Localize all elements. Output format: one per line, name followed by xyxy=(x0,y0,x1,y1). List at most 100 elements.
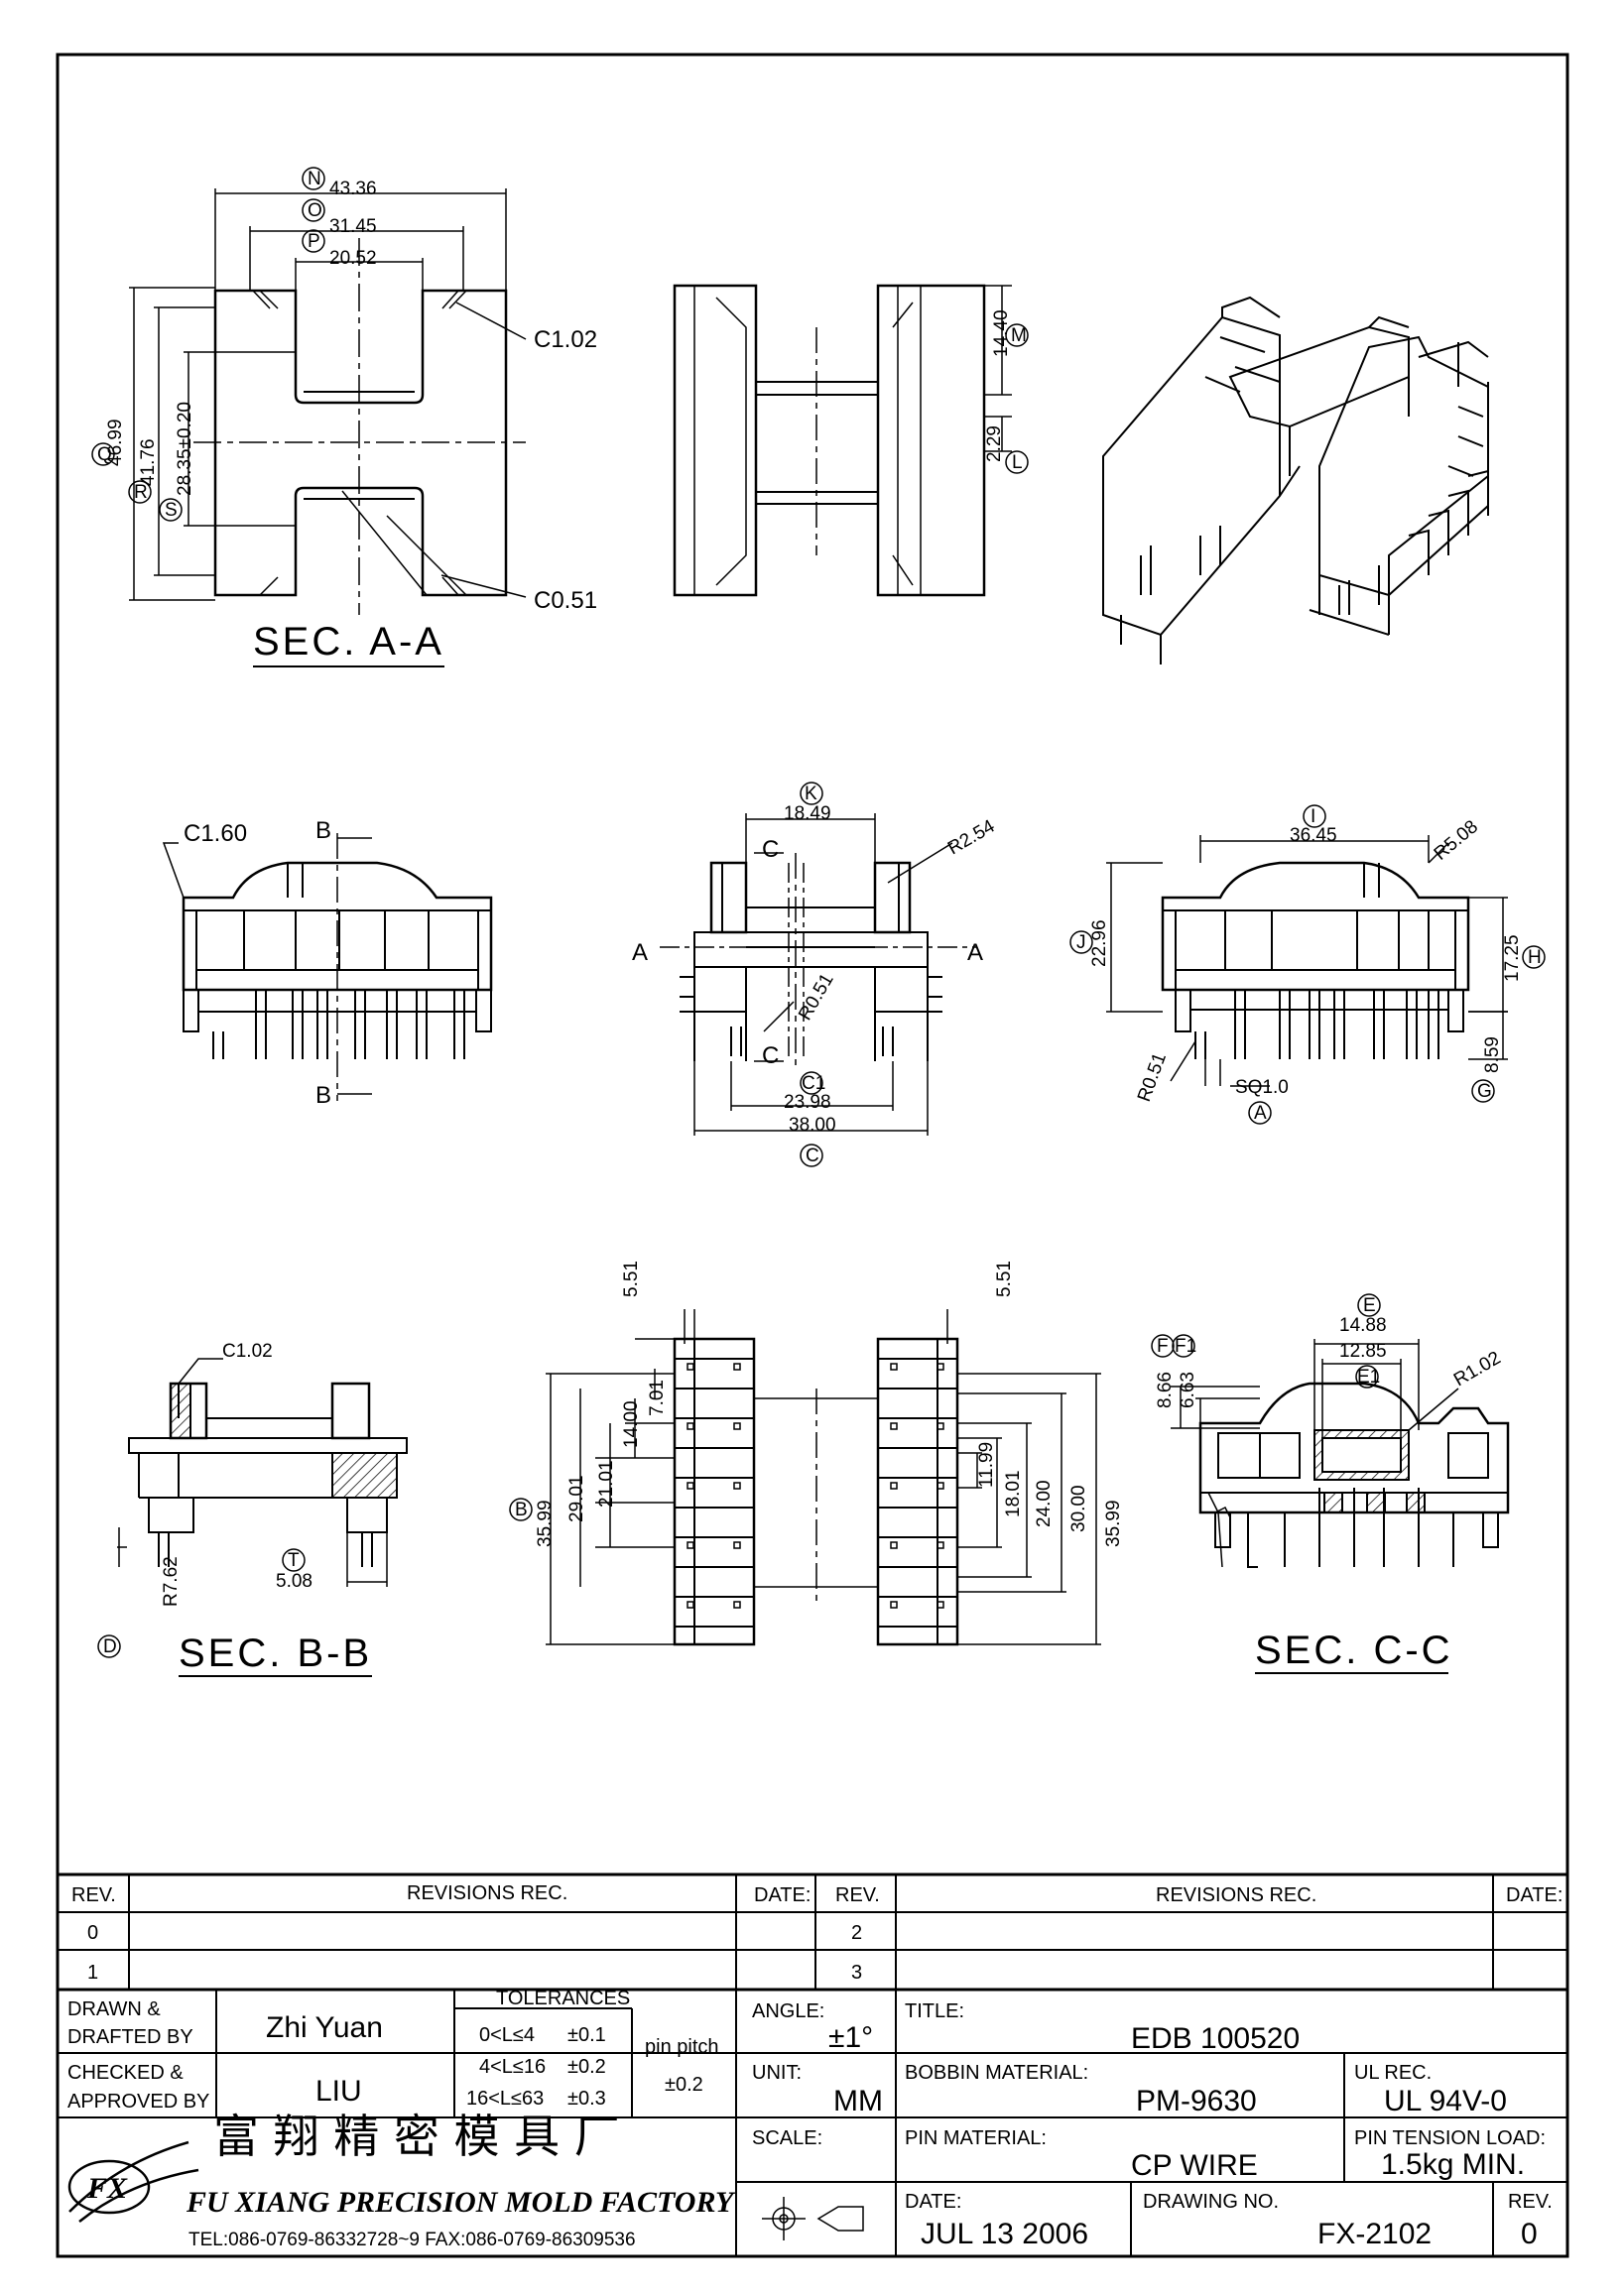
sec-aa-title: SEC. A-A xyxy=(253,620,444,664)
dim-r: 41.76 xyxy=(138,438,159,486)
balloon-f1: F1 xyxy=(1175,1336,1196,1357)
hdr-revisions-left: REVISIONS REC. xyxy=(407,1882,567,1904)
dim-c: 38.00 xyxy=(789,1115,836,1136)
company-contact: TEL:086-0769-86332728~9 FAX:086-0769-863… xyxy=(188,2230,636,2250)
drawing-no-value: FX-2102 xyxy=(1317,2218,1432,2250)
pin-pitch-label: pin pitch xyxy=(645,2036,719,2058)
dim-1801: 18.01 xyxy=(1003,1470,1024,1517)
tol-value-1: ±0.2 xyxy=(567,2056,606,2078)
sec-cc-view xyxy=(1171,1339,1510,1568)
dim-2901: 29.01 xyxy=(566,1475,587,1522)
dim-q: 46.99 xyxy=(105,419,126,466)
dim-j: 22.96 xyxy=(1089,919,1110,967)
bobbin-value: PM-9630 xyxy=(1136,2085,1257,2117)
scale-symbol xyxy=(762,2197,864,2240)
drawing-no-label: DRAWING NO. xyxy=(1143,2191,1279,2213)
sheet-border xyxy=(56,53,1569,2258)
dim-c1: 23.98 xyxy=(784,1092,831,1113)
bottom-view xyxy=(546,1309,1101,1646)
side-view-balloons xyxy=(800,782,823,1167)
dim-b: 35.99 xyxy=(535,1500,556,1547)
balloon-b: B xyxy=(515,1500,528,1520)
balloon-c1: C1 xyxy=(802,1073,825,1094)
dim-m: 14.40 xyxy=(991,309,1012,357)
dim-pitch: 7.01 xyxy=(647,1380,668,1416)
sec-bb-title: SEC. B-B xyxy=(179,1631,372,1675)
hdr-rev-right: REV. xyxy=(835,1884,880,1906)
bottom-view-balloons xyxy=(509,1498,533,1521)
logo-text: FX xyxy=(86,2172,128,2205)
sec-cc-labels: E 14.88 12.85 E1 F F1 8.66 6.63 R1.02 SE… xyxy=(1155,1295,1504,1672)
chamfer-c102: C1.02 xyxy=(534,326,597,353)
title-block-text: REV. REVISIONS REC. DATE: REV. REVISIONS… xyxy=(67,1882,1562,2250)
dim-s: 28.35±0.20 xyxy=(175,402,195,496)
balloon-k: K xyxy=(805,784,817,804)
tol-range-1: 4<L≤16 xyxy=(479,2056,546,2078)
pin-mat-value: CP WIRE xyxy=(1131,2149,1258,2182)
dim-l: 2.29 xyxy=(984,425,1005,462)
hdr-revisions-right: REVISIONS REC. xyxy=(1156,1884,1316,1906)
cut-c-bottom: C xyxy=(762,1042,779,1069)
cut-a-left: A xyxy=(632,939,648,966)
balloon-f: F xyxy=(1157,1336,1169,1357)
sec-cc-balloons xyxy=(1151,1293,1381,1389)
balloon-a: A xyxy=(1254,1103,1267,1124)
chamfer-c102-bb: C1.02 xyxy=(222,1341,273,1362)
isometric-view xyxy=(1102,296,1489,665)
dim-1199: 11.99 xyxy=(976,1442,997,1488)
bobbin-label: BOBBIN MATERIAL: xyxy=(905,2062,1088,2084)
pin-mat-label: PIN MATERIAL: xyxy=(905,2127,1047,2149)
hdr-date-right: DATE: xyxy=(1506,1884,1562,1906)
balloon-n: N xyxy=(308,169,321,189)
company-cn: 富 翔 精 密 模 具 厂 xyxy=(213,2110,620,2163)
balloon-e1: E1 xyxy=(1357,1367,1380,1388)
rev-row-2: 2 xyxy=(851,1922,862,1944)
rev-label: REV. xyxy=(1508,2191,1553,2213)
balloon-j: J xyxy=(1076,932,1086,953)
tol-range-0: 0<L≤4 xyxy=(479,2024,535,2046)
balloon-t: T xyxy=(288,1550,300,1571)
dim-2101: 21.01 xyxy=(596,1460,617,1508)
dim-551-right: 5.51 xyxy=(994,1261,1015,1297)
unit-label: UNIT: xyxy=(752,2062,802,2084)
right-view-labels: 36.45 I R5.08 22.96 J 17.25 H 8.59 G R0.… xyxy=(1076,806,1542,1124)
checked-value: LIU xyxy=(315,2075,362,2108)
dim-1400: 14.00 xyxy=(621,1400,642,1448)
title-block xyxy=(58,1873,1567,2256)
radius-r254: R2.54 xyxy=(944,816,999,860)
ul-label: UL REC. xyxy=(1354,2062,1432,2084)
rev-row-0: 0 xyxy=(87,1922,98,1944)
tension-value: 1.5kg MIN. xyxy=(1381,2148,1525,2181)
top-view-labels: 14.40 2.29 M L xyxy=(984,309,1027,473)
pin-sq: SQ1.0 xyxy=(1235,1077,1289,1098)
drawn-label-2: DRAFTED BY xyxy=(67,2026,193,2048)
tol-value-2: ±0.3 xyxy=(567,2088,606,2110)
radius-r762: R7.62 xyxy=(161,1556,182,1607)
top-view-balloons xyxy=(1005,323,1029,474)
balloon-r: R xyxy=(134,482,148,503)
title-value: EDB 100520 xyxy=(1131,2022,1300,2055)
dim-f: 8.66 xyxy=(1155,1372,1176,1408)
bottom-view-labels: 5.51 5.51 7.01 B 35.99 29.01 21.01 14.00… xyxy=(515,1261,1124,1547)
angle-value: ±1° xyxy=(828,2021,873,2054)
dim-551-left: 5.51 xyxy=(621,1261,642,1297)
scale-label: SCALE: xyxy=(752,2127,822,2149)
balloon-l: L xyxy=(1012,452,1023,473)
dim-e1: 12.85 xyxy=(1339,1341,1387,1362)
tolerances-label: TOLERANCES xyxy=(496,1988,630,2009)
dim-3000: 30.00 xyxy=(1068,1485,1089,1532)
title-label: TITLE: xyxy=(905,2000,964,2022)
dim-p: 20.52 xyxy=(329,248,377,269)
sec-bb-view xyxy=(117,1358,408,1587)
company-en: FU XIANG PRECISION MOLD FACTORY xyxy=(186,2186,736,2219)
right-view xyxy=(1106,835,1508,1087)
chamfer-c051: C0.51 xyxy=(534,587,597,614)
tol-value-0: ±0.1 xyxy=(567,2024,606,2046)
balloon-m: M xyxy=(1011,325,1027,346)
sec-bb-labels: C1.02 R7.62 T 5.08 D SEC. B-B xyxy=(103,1341,372,1675)
rev-row-1: 1 xyxy=(87,1962,98,1984)
dim-i: 36.45 xyxy=(1290,825,1337,846)
dim-n: 43.36 xyxy=(329,179,377,199)
balloon-o: O xyxy=(308,200,322,221)
sec-aa-labels: 43.36 31.45 20.52 N O P 46.99 41.76 28.3… xyxy=(97,169,597,664)
